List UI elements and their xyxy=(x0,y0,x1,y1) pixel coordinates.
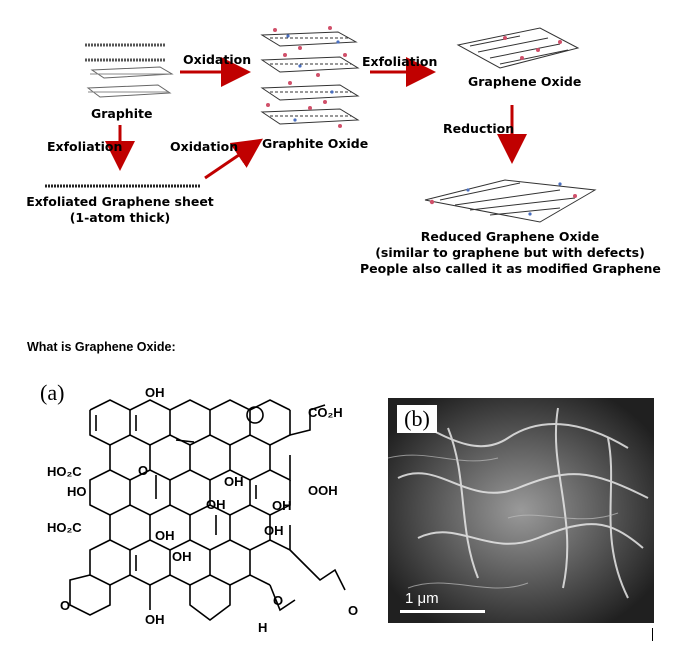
scale-bar-label: 1 μm xyxy=(405,590,439,607)
group-h-bottom: H xyxy=(258,620,268,635)
group-oh-mid1: OH xyxy=(224,474,244,489)
label-graphite: Graphite xyxy=(91,106,153,121)
group-oh-mid2: OH xyxy=(206,497,226,512)
label-graphite-oxide: Graphite Oxide xyxy=(262,136,369,151)
panel-a-label: (a) xyxy=(40,380,65,405)
graphene-process-diagram xyxy=(45,26,597,223)
group-o-bottom-left: O xyxy=(60,598,71,613)
sem-texture xyxy=(388,398,654,623)
section-heading: What is Graphene Oxide: xyxy=(27,340,176,354)
group-o-1: O xyxy=(138,463,149,478)
group-ho-left: HO xyxy=(67,484,87,499)
label-rgo-line2: (similar to graphene but with defects) xyxy=(375,245,645,260)
reduced-graphene-oxide-illustration xyxy=(424,179,597,223)
label-oxidation-bottom: Oxidation xyxy=(170,139,239,154)
group-oh-bottom: OH xyxy=(145,612,165,627)
process-arrows xyxy=(105,57,527,180)
label-rgo-line3: People also called it as modified Graphe… xyxy=(360,261,661,276)
group-ho2c-1: HO₂C xyxy=(47,464,82,479)
graphene-oxide-sheet-illustration xyxy=(456,27,580,69)
graphite-stack-illustration xyxy=(85,43,174,98)
group-co2h: CO₂H xyxy=(308,405,343,420)
label-rgo-line1: Reduced Graphene Oxide xyxy=(420,229,600,244)
graphite-oxide-stack-illustration xyxy=(260,26,360,128)
group-oh-mid4: OH xyxy=(155,528,175,543)
label-graphene-oxide: Graphene Oxide xyxy=(468,74,582,89)
group-oh-top: OH xyxy=(145,385,165,400)
label-exfoliated-sheet-line2: (1-atom thick) xyxy=(69,210,171,225)
arrow-oxidation-bottom xyxy=(204,138,263,180)
group-oh-mid5: OH xyxy=(172,549,192,564)
group-ho2c-2: HO₂C xyxy=(47,520,82,535)
label-oxidation-top: Oxidation xyxy=(183,52,252,67)
graphene-oxide-structure xyxy=(69,399,346,621)
text-cursor xyxy=(652,628,653,641)
sem-micrograph xyxy=(388,398,654,623)
panel-b-label: (b) xyxy=(397,405,437,433)
label-exfoliation-left: Exfoliation xyxy=(47,139,123,154)
label-exfoliation-top: Exfoliation xyxy=(362,54,438,69)
group-ooh: OOH xyxy=(308,483,338,498)
group-o-far-right: O xyxy=(348,603,359,618)
group-o-bottom-right: O xyxy=(273,593,284,608)
label-exfoliated-sheet-line1: Exfoliated Graphene sheet xyxy=(26,194,214,209)
group-oh-mid3: OH xyxy=(272,498,292,513)
label-reduction: Reduction xyxy=(443,121,515,136)
scale-bar xyxy=(400,610,485,613)
group-oh-mid6: OH xyxy=(264,523,284,538)
